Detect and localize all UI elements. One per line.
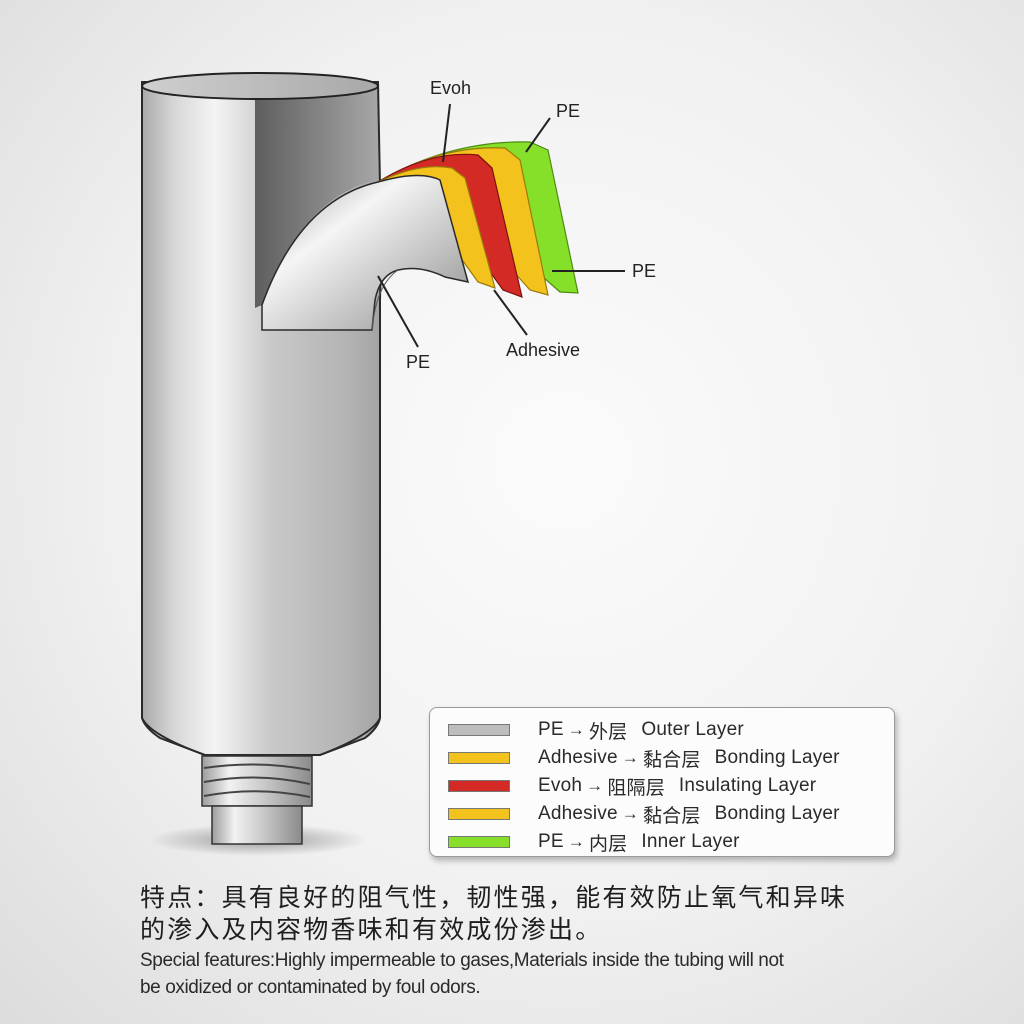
legend-zh: 阻隔层 <box>607 777 665 799</box>
legend-row-inner: PE → 内层 Inner Layer <box>448 828 894 856</box>
leader-pe-inner <box>377 275 419 348</box>
arrow-icon: → <box>621 748 639 767</box>
legend-material: Evoh <box>538 775 583 796</box>
legend-zh: 黏合层 <box>642 749 701 771</box>
thread-line <box>203 763 311 771</box>
legend-material: PE <box>538 831 564 852</box>
features-zh-line-2: 的渗入及内容物香味和有效成份渗出。 <box>140 915 603 944</box>
legend-row-outer: PE → 外层 Outer Layer <box>448 716 894 744</box>
legend-zh: 内层 <box>588 833 628 855</box>
swatch-outer-pe <box>448 724 510 736</box>
legend-row-bonding-2: Adhesive → 黏合层 Bonding Layer <box>448 800 894 828</box>
thread-line <box>203 790 311 798</box>
tube-nozzle <box>211 805 303 845</box>
swatch-inner-pe <box>448 836 510 848</box>
callout-pe-top: PE <box>556 101 581 121</box>
layer-grey-outer-pe <box>261 174 470 331</box>
feature-notes: 特点：具有良好的阻气性，韧性强，能有效防止氧气和异味 的渗入及内容物香味和有效成… <box>140 882 920 1000</box>
legend-zh: 外层 <box>588 721 628 743</box>
legend-en: Bonding Layer <box>714 803 840 824</box>
legend-material: PE <box>538 719 564 740</box>
legend-material: Adhesive <box>538 803 618 824</box>
thread-line <box>203 776 311 785</box>
features-en-line-2: be oxidized or contaminated by foul odor… <box>140 977 481 998</box>
tube-shoulder <box>141 717 381 756</box>
callout-evoh: Evoh <box>430 78 472 98</box>
legend-en: Bonding Layer <box>714 747 840 768</box>
arrow-icon: → <box>586 776 604 795</box>
legend-zh: 黏合层 <box>642 805 701 827</box>
legend-en: Outer Layer <box>641 719 744 740</box>
arrow-icon: → <box>567 720 585 739</box>
tube-top-rim <box>141 72 379 100</box>
arrow-icon: → <box>567 832 585 851</box>
swatch-adhesive <box>448 808 510 820</box>
legend-row-insulating: Evoh → 阻隔层 Insulating Layer <box>448 772 894 800</box>
legend-material: Adhesive <box>538 747 618 768</box>
features-en-line-1: Special features:Highly impermeable to g… <box>140 950 784 971</box>
legend-en: Insulating Layer <box>678 775 817 796</box>
layer-legend: PE → 外层 Outer Layer Adhesive → 黏合层 Bondi… <box>429 707 895 857</box>
leader-adhesive <box>493 289 528 336</box>
features-zh-line-1: 特点：具有良好的阻气性，韧性强，能有效防止氧气和异味 <box>140 883 848 912</box>
tube-bend-inner-edge <box>371 269 399 331</box>
leader-pe-top <box>525 117 551 153</box>
callout-pe-inner: PE <box>406 352 431 372</box>
leader-evoh <box>442 103 451 163</box>
arrow-icon: → <box>621 804 639 823</box>
legend-en: Inner Layer <box>641 831 740 852</box>
swatch-adhesive <box>448 752 510 764</box>
tube-cutaway-wall <box>255 88 375 308</box>
callout-adhesive: Adhesive <box>506 340 581 360</box>
callout-pe-right: PE <box>632 261 657 281</box>
legend-row-bonding-1: Adhesive → 黏合层 Bonding Layer <box>448 744 894 772</box>
swatch-evoh <box>448 780 510 792</box>
